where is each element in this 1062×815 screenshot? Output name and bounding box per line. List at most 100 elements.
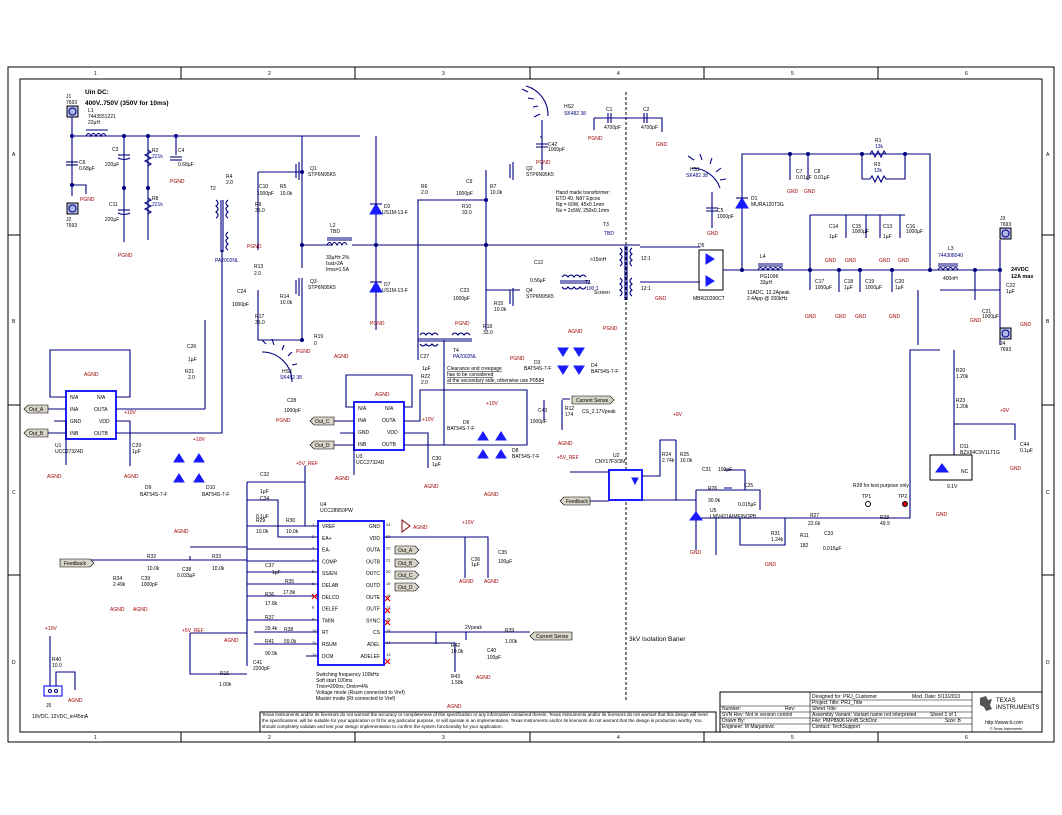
u4-pin-number: 12 (312, 652, 317, 657)
current-sense-port: Current Sense (571, 395, 615, 405)
r4-ref: R4 (226, 174, 233, 180)
svg-text:Out_A: Out_A (398, 548, 413, 554)
r26-ref: R26 (708, 486, 717, 492)
feedback-port-opto: Feedback (559, 496, 591, 506)
c13-ref: C13 (883, 224, 892, 230)
j3-terminal-icon (999, 227, 1012, 240)
col-label: 4 (617, 735, 620, 741)
c28-ref: C28 (287, 398, 296, 404)
agnd-label: AGND (174, 529, 189, 535)
r3-value: 13k (874, 168, 883, 174)
vout-label: 24VDC (1011, 267, 1029, 273)
c44-value: 0.1µF (1020, 448, 1033, 454)
r4-value: 2.0 (226, 180, 233, 186)
r14-ref: R14 (280, 294, 289, 300)
d9-part: BAT54S-7-F (140, 492, 167, 498)
c42-value: 1000pF (548, 147, 565, 153)
r43-value: 1.58k (451, 680, 464, 686)
svg-text:INA: INA (358, 418, 367, 424)
d6-part: BAT54S-7-F (447, 426, 474, 432)
u4-pin-label: COMP (322, 559, 338, 565)
clearance-note: at the secondary side, otherwise use P05… (447, 378, 544, 384)
t2-part: PA2002NL (215, 258, 239, 264)
r43-ref: R43 (451, 674, 460, 680)
u4-pin-label: OUTD (366, 583, 381, 589)
c5-value: 1000pF (717, 214, 734, 220)
gnd-label: GND (765, 562, 777, 568)
hs1-ref: HS1 (690, 167, 700, 173)
input-range: 400V..750V (350V for 10ms) (85, 100, 169, 107)
l2-spec: Irms=1.5A (326, 267, 350, 273)
agnd-label: AGND (558, 441, 573, 447)
d5-ref: D5 (698, 243, 705, 249)
svg-text:Feedback: Feedback (64, 561, 86, 567)
pgnd-label: PGND (536, 160, 551, 166)
r31-value: 1.24k (771, 537, 784, 543)
r1-value: 13k (875, 144, 884, 150)
tb-designed-for: Designed for: PRJ_Customer (812, 694, 877, 700)
clearance-note: Clearance and creepage (447, 366, 502, 372)
svg-text:N/A: N/A (385, 406, 394, 412)
c31-value: 100pF (718, 467, 732, 473)
d11-package (929, 454, 973, 481)
d4-ref: D4 (591, 363, 598, 369)
controller-note: Switching frequency 100kHz (316, 672, 380, 678)
t3-primary-inductance: >15mH (590, 257, 607, 263)
c11-value: 220µF (105, 217, 119, 223)
r23-ref: R23 (956, 398, 965, 404)
agnd-label: AGND (224, 638, 239, 644)
q3-mosfet-icon (295, 278, 300, 296)
u4-pin-number: 9 (312, 616, 315, 621)
d10-ref: D10 (206, 485, 215, 491)
u4-pin-number: 21 (386, 557, 391, 562)
controller-note: Soft start 100ms (316, 678, 353, 684)
d2-part: US1M-13-F (382, 210, 408, 216)
r30-value: 10.0k (286, 529, 299, 535)
r2-resistor-icon (143, 149, 153, 167)
c8-value: 0.01µF (814, 175, 830, 181)
u4-pin-label: VDD (369, 536, 380, 542)
r16-ref: R16 (220, 671, 229, 677)
u2-ref: U2 (613, 453, 620, 459)
u4-pin-number: 10 (312, 628, 317, 633)
d6-ref: D6 (463, 420, 470, 426)
col-label: 6 (965, 735, 968, 741)
l2-spec: 33µH± 2% (326, 255, 350, 261)
c26-ref: C26 (187, 344, 196, 350)
u4-part: UCC28950PW (320, 508, 353, 514)
gnd-label: GND (845, 258, 857, 264)
out-b-port-u4: Out_B (394, 558, 420, 568)
c6-ref: C6 (79, 160, 86, 166)
svg-text:OUTA: OUTA (94, 407, 108, 413)
ti-logo-text: INSTRUMENTS (996, 705, 1039, 711)
j4-part: 7693 (1000, 347, 1011, 353)
col-label: 1 (94, 71, 97, 77)
output-section: HS1 SK482 38 C5 1000pF GND D5 MBR20200CT… (640, 138, 1034, 353)
d2-diode-icon (369, 203, 383, 215)
svg-text:VDD: VDD (387, 430, 398, 436)
feedback-section: U2 CNY17F3/3M +5V_REF Feedback +9V R24 2… (557, 349, 1033, 568)
l2-inductor-icon (326, 241, 348, 247)
u4-pin-number: 8 (312, 605, 315, 610)
c31-ref: C31 (702, 467, 711, 473)
r10-ref: R10 (462, 204, 471, 210)
r17-ref: R17 (255, 314, 264, 320)
d2-ref: D2 (384, 204, 391, 210)
tb-url[interactable]: http://www.ti.com (985, 720, 1023, 726)
r19-value: 0 (314, 341, 317, 347)
d5-package (698, 249, 724, 291)
u4-pin-number: 19 (386, 581, 391, 586)
c10-value: 1000pF (257, 191, 274, 197)
agnd-symbol-icon (401, 519, 411, 533)
u4-pin-label: RSUM (322, 642, 337, 648)
u4-pin-number: 22 (386, 546, 391, 551)
agnd-label: AGND (413, 525, 428, 531)
u4-pin-number: 16 (386, 616, 391, 621)
u4-pin-number: 11 (312, 640, 317, 645)
svg-text:GND: GND (70, 419, 82, 425)
r25-ref: R25 (680, 452, 689, 458)
c6-value: 0.68µF (79, 166, 95, 172)
c17-ref: C17 (815, 279, 824, 285)
agnd-label: AGND (476, 675, 491, 681)
